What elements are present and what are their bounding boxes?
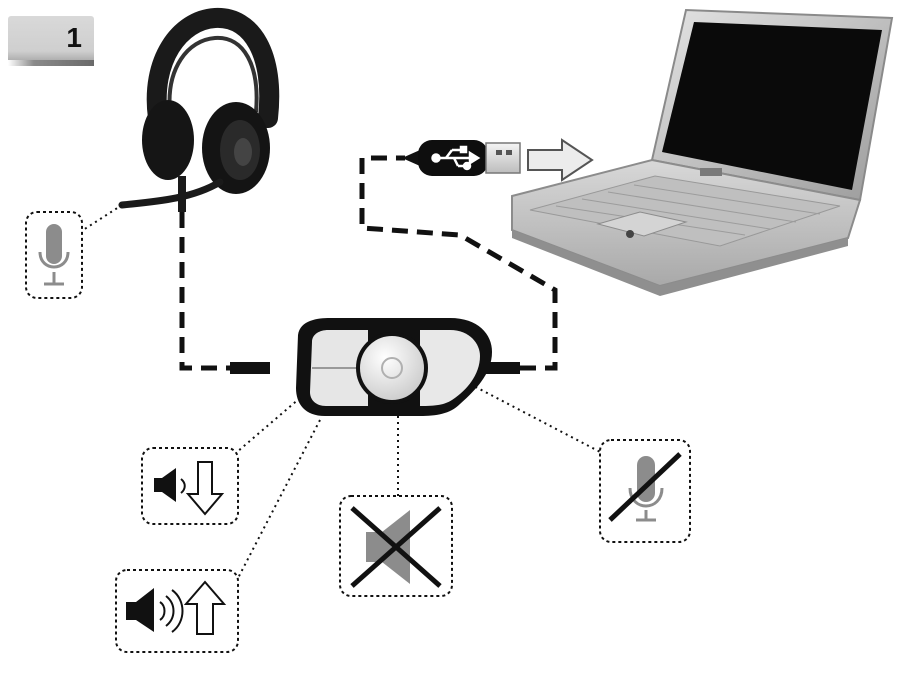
callout-leaders <box>79 204 605 581</box>
microphone-mute-icon <box>608 452 682 522</box>
cable-plug-left <box>230 362 270 374</box>
step-badge: 1 <box>8 16 94 66</box>
arrow-down-icon <box>185 461 225 516</box>
cable-plug-right <box>486 362 520 374</box>
usb-plug <box>402 140 521 176</box>
usb-cable <box>359 155 558 371</box>
step-number: 1 <box>66 22 82 53</box>
step-badge-shadow <box>8 60 94 66</box>
microphone-callout <box>25 211 83 299</box>
microphone-icon <box>38 224 70 286</box>
microphone-mute-callout <box>599 439 691 543</box>
arrow-up-icon <box>183 580 227 635</box>
speaker-mute-icon <box>350 506 442 588</box>
speaker-high-icon <box>126 588 184 633</box>
usb-symbol-icon <box>431 145 481 171</box>
headset-cable <box>179 212 232 371</box>
volume-up-callout <box>115 569 239 653</box>
inline-remote <box>296 318 492 416</box>
insert-arrow-icon <box>527 138 594 182</box>
headset-image <box>118 7 280 212</box>
volume-down-callout <box>141 447 239 525</box>
laptop-image <box>511 8 894 296</box>
speaker-low-icon <box>154 468 186 502</box>
speaker-mute-callout <box>339 495 453 597</box>
